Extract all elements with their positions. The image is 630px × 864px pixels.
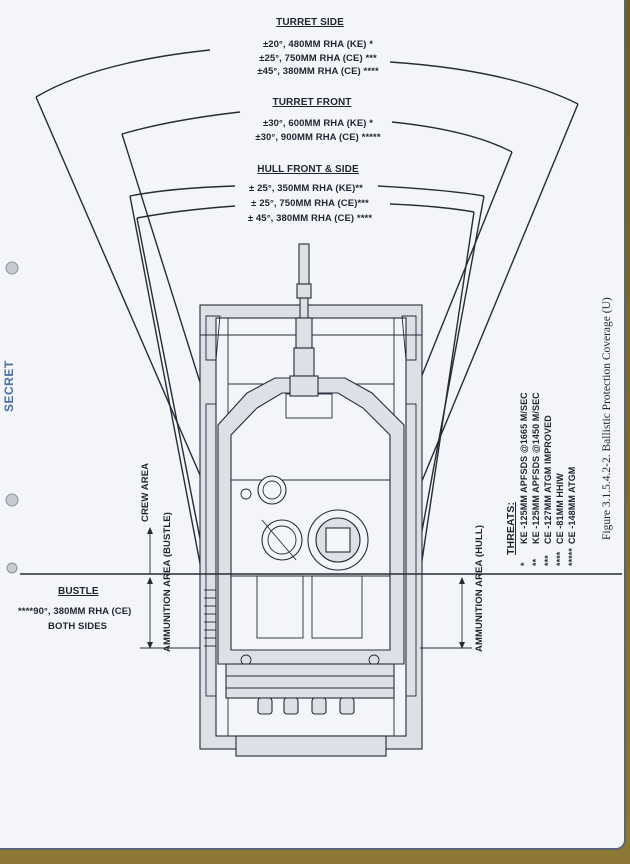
punch-hole-1 [5, 261, 19, 275]
classification-marking: SECRET [2, 360, 16, 412]
ray-turret-side-right [411, 103, 579, 506]
threat-text: KE -125MM APFSDS @1665 M/SEC [519, 392, 529, 544]
threat-item: ***** CE -148MM ATGM [567, 467, 577, 566]
threat-mark: ** [531, 558, 541, 566]
crew-area-arrow [147, 527, 153, 574]
bustle-line-2: BOTH SIDES [48, 621, 108, 632]
ammo-hull-label: AMMUNITION AREA (HULL) [474, 524, 485, 652]
hull-front-side-heading: HULL FRONT & SIDE [257, 164, 359, 175]
ray-hull-left-2 [136, 217, 208, 575]
bustle-line-1: ****90°, 380MM RHA (CE) [18, 606, 132, 617]
punch-hole-3 [6, 562, 18, 574]
turret-front-arc-right [391, 121, 513, 153]
threats-heading: THREATS: [505, 501, 517, 555]
ammo-hull-arrow [420, 577, 472, 649]
turret-outline [217, 377, 405, 666]
hull-arc-1-right [377, 185, 485, 197]
threat-mark: *** [543, 555, 553, 566]
threat-mark: ***** [567, 547, 577, 566]
hull-arc-2 [136, 205, 236, 219]
ammo-bustle-arrow [140, 577, 200, 649]
threat-text: CE -81MM HHIW [555, 473, 565, 544]
turret-front-heading: TURRET FRONT [272, 97, 352, 108]
hull-line-1: ± 25°, 350MM RHA (KE)** [249, 183, 363, 194]
ray-turret-side-left [35, 96, 214, 506]
hull-arc-2-right [389, 203, 475, 213]
threat-item: * KE -125MM APFSDS @1665 M/SEC [519, 392, 529, 566]
turret-front-arc [121, 111, 241, 135]
hull-line-2: ± 25°, 750MM RHA (CE)*** [251, 198, 369, 209]
threat-mark: * [519, 562, 529, 566]
turret-side-line-1: ±20°, 480MM RHA (KE) * [262, 39, 374, 50]
ammo-bustle-label: AMMUNITION AREA (BUSTLE) [162, 512, 173, 652]
threat-text: CE -148MM ATGM [567, 466, 577, 544]
bustle-heading: BUSTLE [58, 586, 99, 597]
hull-arc-1 [129, 185, 236, 197]
threat-text: CE -127MM ATGM IMPROVED [543, 415, 553, 544]
hull-line-3: ± 45°, 380MM RHA (CE) **** [247, 213, 373, 224]
threat-mark: **** [555, 551, 565, 566]
gun-barrel [289, 243, 319, 397]
threat-text: KE -125MM APFSDS @1450 M/SEC [531, 392, 541, 544]
turret-front-line-2: ±30°, 900MM RHA (CE) ***** [255, 132, 381, 143]
turret-side-line-2: ±25°, 750MM RHA (CE) *** [259, 53, 377, 64]
turret-side-line-3: ±45°, 380MM RHA (CE) **** [257, 66, 379, 77]
punch-hole-2 [5, 493, 19, 507]
ray-hull-right-2 [419, 211, 475, 575]
ray-hull-right-1 [413, 195, 485, 575]
ammo-rack-texture [204, 589, 216, 647]
turret-front-line-1: ±30°, 600MM RHA (KE) * [262, 118, 374, 129]
threat-item: ** KE -125MM APFSDS @1450 M/SEC [531, 392, 541, 566]
turret-side-arc-right [389, 61, 579, 105]
turret-side-heading: TURRET SIDE [276, 17, 344, 28]
turret-side-arc [35, 49, 211, 98]
threat-item: *** CE -127MM ATGM IMPROVED [543, 415, 553, 566]
figure-caption: Figure 3.1.5.4.2-2. Ballistic Protection… [601, 297, 613, 540]
ray-hull-left-1 [129, 195, 203, 575]
crew-area-label: CREW AREA [140, 462, 151, 522]
engine-deck [225, 663, 395, 757]
threat-item: **** CE -81MM HHIW [555, 473, 565, 566]
